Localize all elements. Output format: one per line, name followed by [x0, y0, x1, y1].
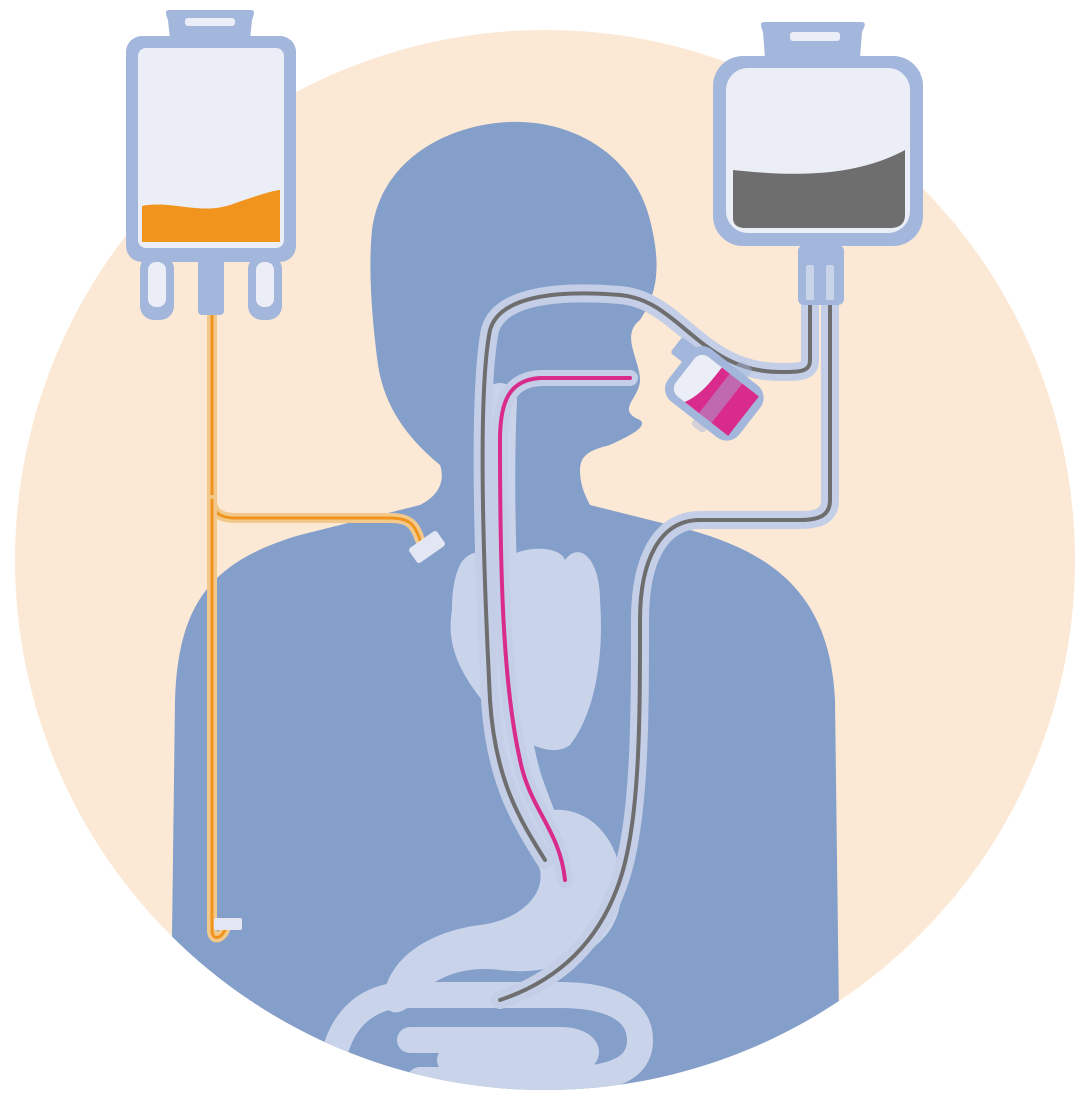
peripheral-connector: [214, 918, 242, 930]
iv-bag-parenteral: [126, 10, 296, 320]
